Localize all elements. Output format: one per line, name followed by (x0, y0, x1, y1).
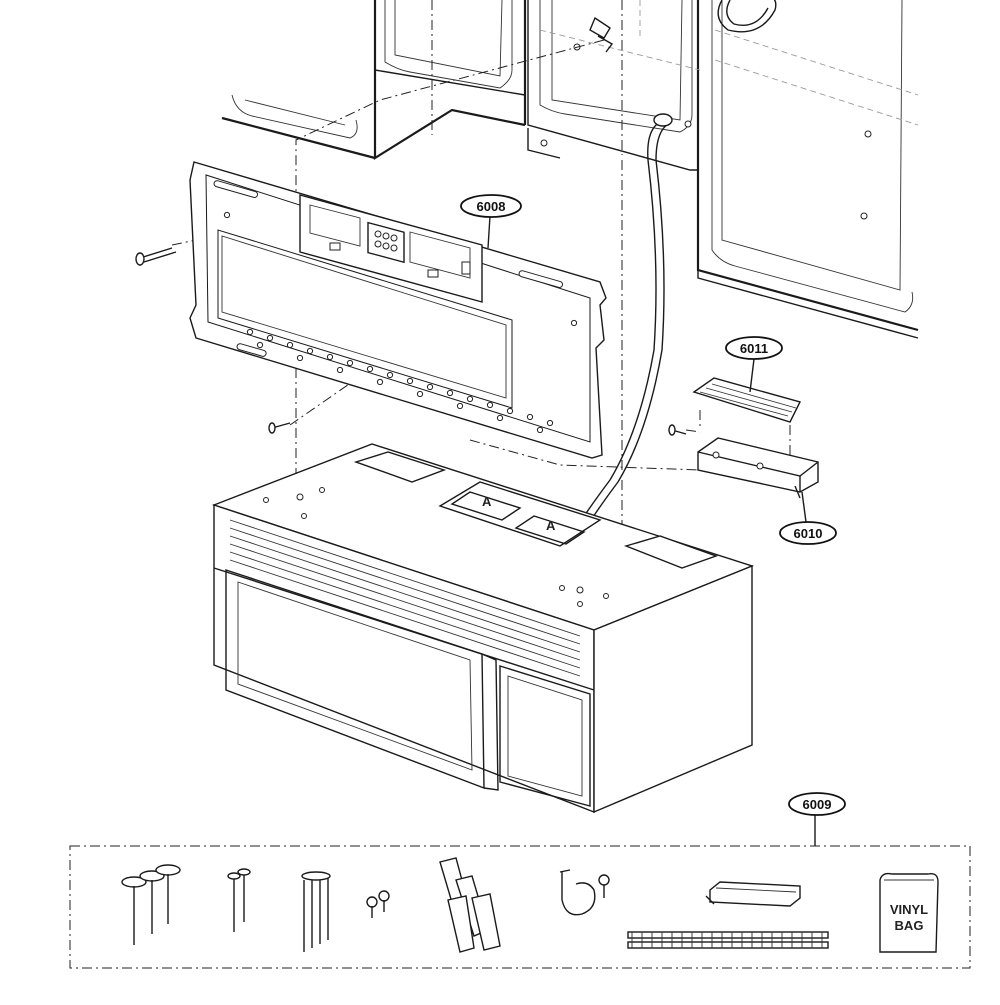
damper-piece (705, 881, 801, 907)
wall-cabinets (221, 0, 919, 339)
damper-cover-6011 (692, 377, 802, 423)
toggle-bolts (301, 871, 331, 952)
hardware-kit-6009: VINYL BAG (69, 815, 971, 969)
toggle-wings (439, 857, 501, 953)
small-screw (268, 422, 291, 434)
tiny-screws (366, 890, 390, 918)
part-number-6008: 6008 (477, 199, 506, 214)
vinyl-bag: VINYL BAG (879, 872, 939, 953)
part-label-6010: 6010 (779, 491, 837, 545)
terminal-block: A A (438, 481, 602, 547)
wood-screws (227, 868, 251, 932)
connector-block (374, 230, 398, 252)
part-number-6010: 6010 (794, 526, 823, 541)
vent-grille (213, 519, 595, 691)
part-number-6009: 6009 (803, 797, 832, 812)
wall-screw (135, 247, 177, 266)
vinyl-bag-label-line1: VINYL (890, 902, 928, 917)
power-cord (565, 121, 661, 546)
part-number-6011: 6011 (740, 341, 768, 356)
cord-clamp (559, 869, 610, 916)
microwave-oven: A A (211, 443, 755, 814)
part-label-6011: 6011 (725, 336, 783, 393)
damper-bracket-6010 (668, 424, 819, 499)
mounting-plate (189, 161, 607, 459)
part-label-6008: 6008 (460, 194, 522, 249)
long-screws (121, 864, 181, 945)
part-label-6009: 6009 (788, 792, 846, 816)
terminal-label-right: A (546, 518, 556, 533)
plate-hole-row (223, 211, 578, 434)
foam-strips (627, 931, 829, 949)
terminal-label-left: A (482, 494, 492, 509)
vinyl-bag-label-line2: BAG (895, 918, 924, 933)
